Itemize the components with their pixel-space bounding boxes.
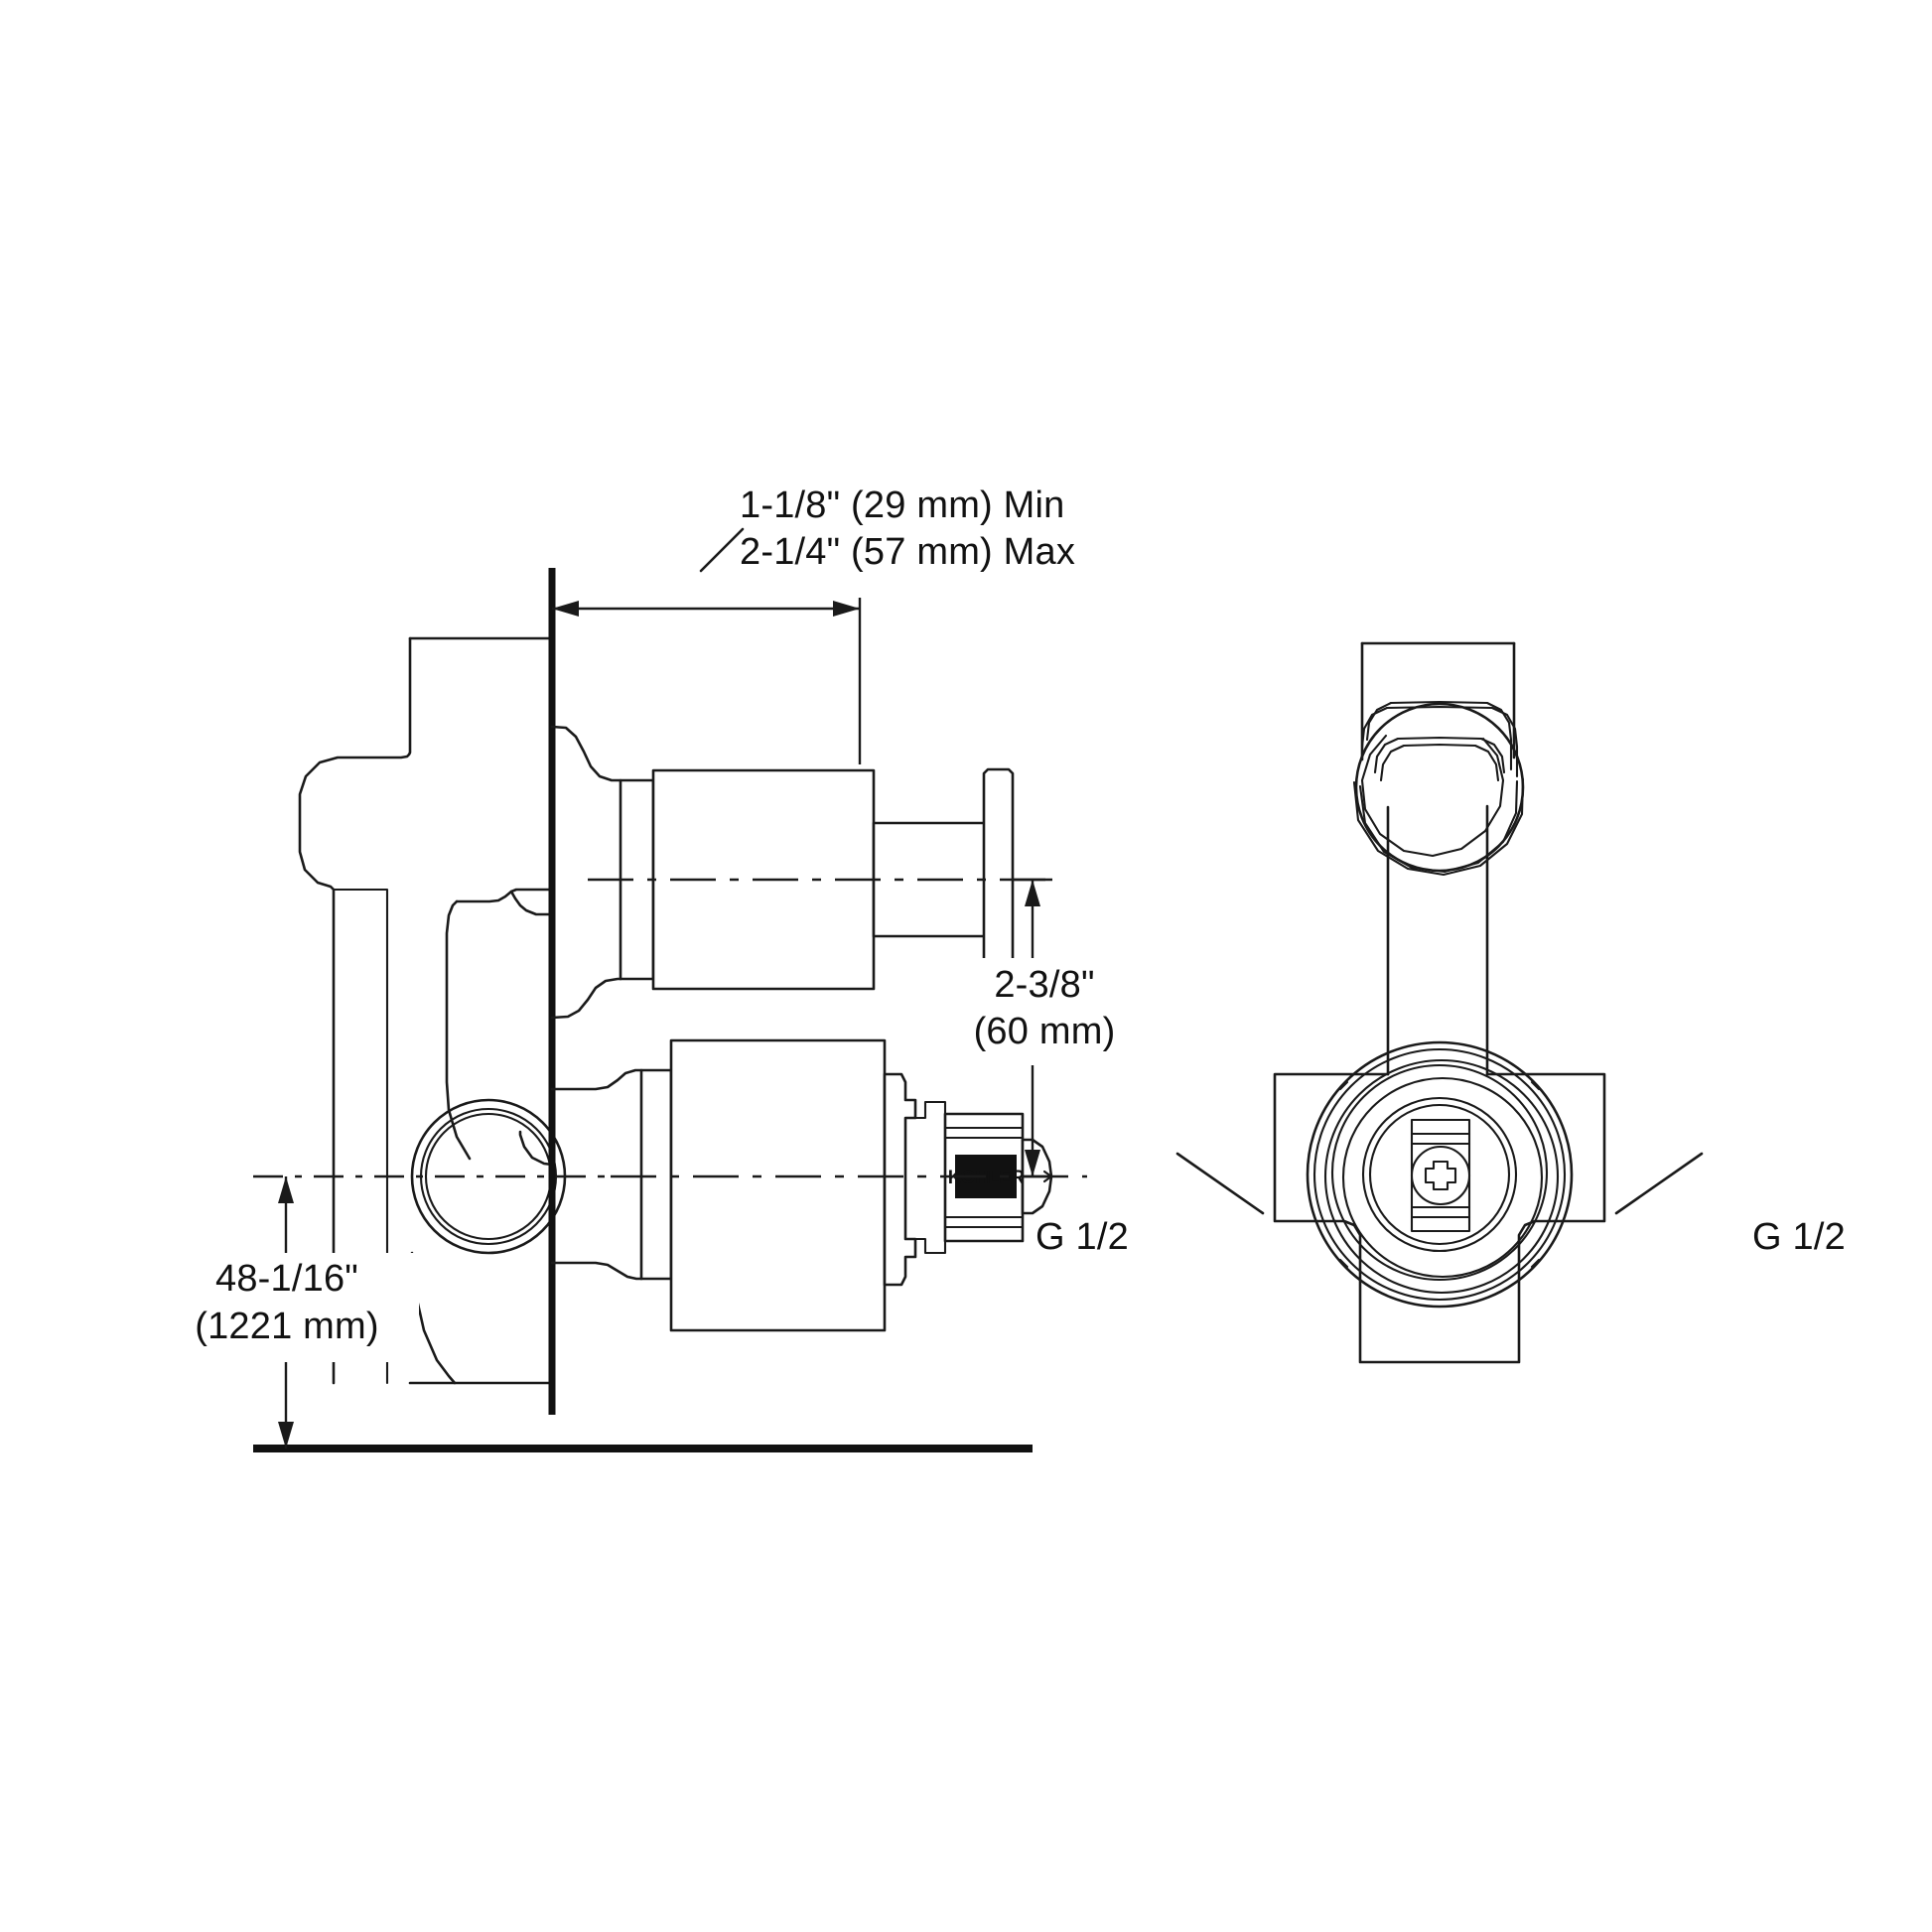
valve-cross-body <box>1273 1072 1606 1364</box>
wall-depth-line2: 2-1/4" (57 mm) Max <box>740 531 1075 573</box>
front-elevation-view: G 1/2 G 1/2 <box>1035 641 1846 1364</box>
spout-assembly <box>550 725 1052 1020</box>
floor-to-valve-line2: (1221 mm) <box>195 1306 379 1347</box>
dimension-wall-depth: 1-1/8" (29 mm) Min 2-1/4" (57 mm) Max <box>552 484 1075 764</box>
dimension-spout-to-valve: 2-3/8" (60 mm) <box>961 878 1130 1178</box>
phillips-screw-icon <box>1424 1160 1457 1191</box>
spout-coupling-nut <box>1352 700 1525 877</box>
arrow-up <box>1025 880 1040 906</box>
spout-to-valve-line2: (60 mm) <box>974 1011 1116 1052</box>
spout-to-valve-line1: 2-3/8" <box>994 964 1094 1006</box>
arrow-down <box>278 1422 294 1449</box>
kohler-logo-text: KOHLER <box>948 1168 1026 1188</box>
inlet-left-label: G 1/2 <box>1035 1216 1129 1258</box>
inlet-right-label: G 1/2 <box>1752 1216 1846 1258</box>
arrow-right <box>833 601 860 617</box>
handle-lever <box>445 888 554 1167</box>
callout-inlet-right: G 1/2 <box>1614 1152 1846 1258</box>
arrow-left <box>552 601 579 617</box>
valve-face-rings <box>1306 1040 1574 1309</box>
arrow-up <box>278 1176 294 1203</box>
arrow-down <box>1025 1150 1040 1176</box>
side-elevation-view: KOHLER <box>253 568 1087 1452</box>
callout-inlet-left: G 1/2 <box>1035 1152 1265 1258</box>
wall-depth-line1: 1-1/8" (29 mm) Min <box>740 484 1065 526</box>
valve-body-assembly: KOHLER <box>253 1038 1087 1332</box>
dimension-floor-to-valve: 48-1/16" (1221 mm) <box>159 1176 419 1449</box>
valve-center-screw <box>1410 1118 1471 1233</box>
floor-to-valve-line1: 48-1/16" <box>215 1258 358 1300</box>
